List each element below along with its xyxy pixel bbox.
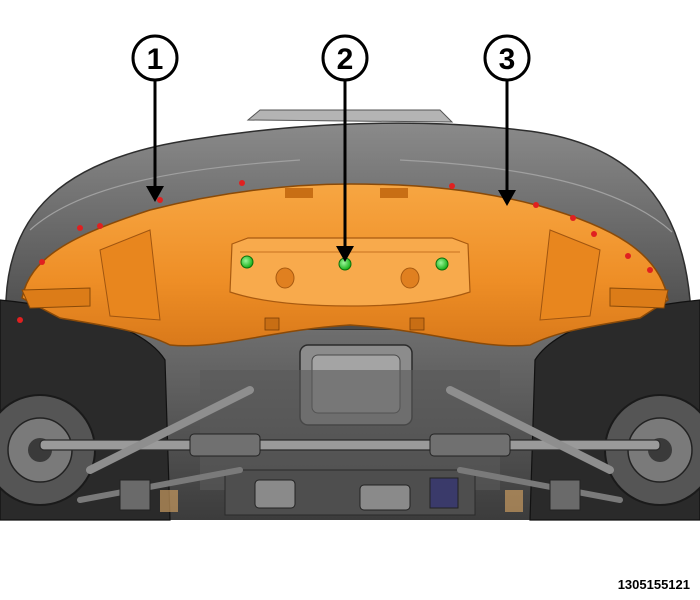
red-fastener [533, 202, 539, 208]
red-fastener [625, 253, 631, 259]
callout-1: 1 [131, 34, 179, 82]
callout-3-label: 3 [499, 43, 516, 76]
callout-2: 2 [321, 34, 369, 82]
callout-2-label: 2 [337, 43, 354, 76]
green-fasteners [240, 255, 449, 271]
callout-1-label: 1 [147, 43, 164, 76]
red-fastener [39, 259, 45, 265]
chassis-components [0, 299, 700, 521]
red-fastener [157, 197, 163, 203]
red-fastener [647, 267, 653, 273]
red-fastener [77, 225, 83, 231]
callout-3: 3 [483, 34, 531, 82]
green-fastener [435, 257, 449, 271]
red-fastener [570, 215, 576, 221]
figure-id: 1305155121 [617, 577, 690, 592]
red-fastener [17, 317, 23, 323]
green-fastener [240, 255, 254, 269]
splash-shield [21, 183, 669, 347]
callout-leaders [146, 80, 516, 262]
red-fasteners [17, 180, 653, 323]
red-fastener [449, 183, 455, 189]
red-fastener [591, 231, 597, 237]
red-fastener [239, 180, 245, 186]
red-fastener [97, 223, 103, 229]
